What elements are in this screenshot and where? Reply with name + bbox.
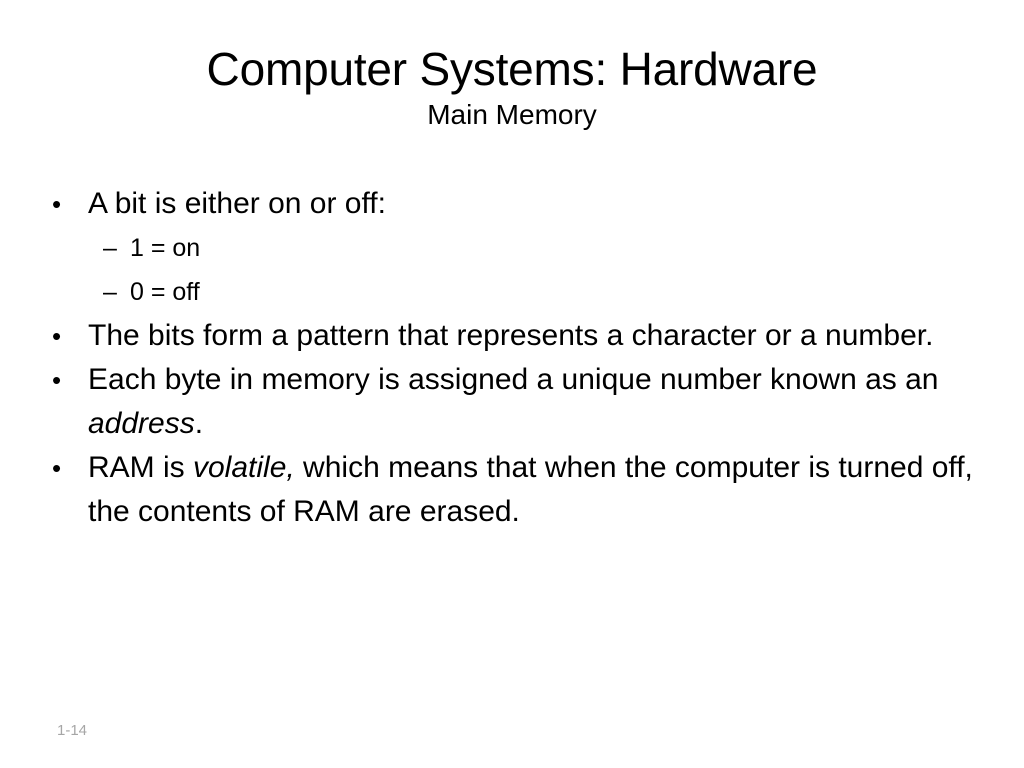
bullet-marker-icon: • bbox=[52, 189, 62, 219]
list-item-text-after: . bbox=[194, 407, 204, 440]
page-title: Computer Systems: Hardware bbox=[206, 43, 818, 95]
list-item-text-before: Each byte in memory is assigned a unique… bbox=[88, 363, 939, 396]
bullet-marker-icon: • bbox=[52, 365, 62, 395]
list-item: • A bit is either on or off: bbox=[52, 182, 982, 226]
list-item-text: RAM is volatile, which means that when t… bbox=[88, 446, 982, 534]
list-item-emphasis: volatile, bbox=[193, 451, 295, 484]
list-item-text: Each byte in memory is assigned a unique… bbox=[88, 358, 982, 446]
sub-list-item-text: 1 = on bbox=[130, 234, 201, 262]
list-item-text: The bits form a pattern that represents … bbox=[88, 319, 934, 352]
list-item-text-before: RAM is bbox=[88, 451, 193, 484]
list-item-text: A bit is either on or off: bbox=[88, 187, 386, 220]
list-item-text-after: which means that when the computer is tu… bbox=[88, 451, 973, 528]
bullet-list: • A bit is either on or off: – 1 = on – … bbox=[52, 182, 982, 534]
sub-list-item: – 0 = off bbox=[103, 270, 982, 314]
sub-list-item-text: 0 = off bbox=[130, 278, 200, 306]
dash-marker-icon: – bbox=[103, 234, 117, 262]
title-block: Computer Systems: Hardware Main Memory bbox=[0, 42, 1024, 132]
bullet-marker-icon: • bbox=[52, 453, 62, 483]
sub-list-item: – 1 = on bbox=[103, 226, 982, 270]
page-subtitle: Main Memory bbox=[427, 99, 597, 130]
dash-marker-icon: – bbox=[103, 278, 117, 306]
list-item: • Each byte in memory is assigned a uniq… bbox=[52, 358, 982, 446]
bullet-marker-icon: • bbox=[52, 321, 62, 351]
list-item-emphasis: address bbox=[88, 407, 195, 440]
list-item: • The bits form a pattern that represent… bbox=[52, 314, 982, 358]
slide-number: 1-14 bbox=[57, 722, 88, 739]
list-item: • RAM is volatile, which means that when… bbox=[52, 446, 982, 534]
